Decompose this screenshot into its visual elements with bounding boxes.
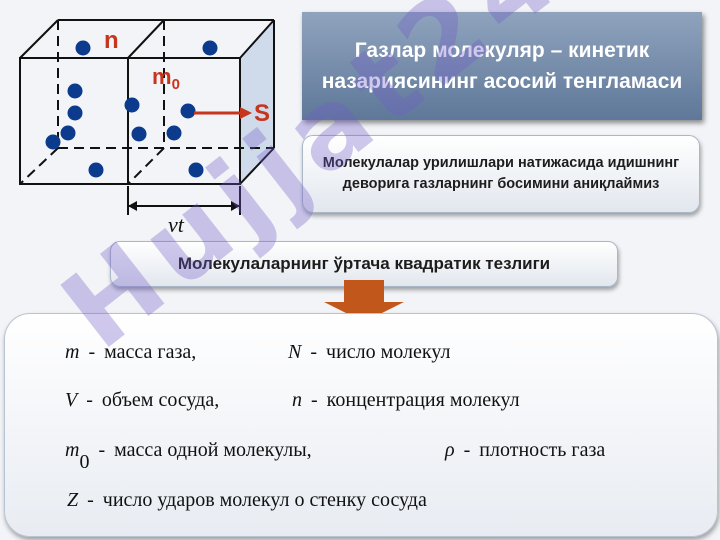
molecule-dot [75, 40, 91, 56]
molecule-dot [202, 40, 218, 56]
definition-symbol: n [292, 389, 302, 411]
definitions-panel: m-масса газа, N-число молекул V-объем со… [4, 313, 718, 537]
molecule-dot [88, 162, 104, 178]
definition-dash: - [311, 389, 318, 411]
molecules [45, 40, 218, 178]
definition-text: объем сосуда, [101, 389, 220, 411]
definition-text: плотность газа [479, 439, 606, 461]
label-m0-main: m [152, 64, 172, 89]
definition-item: m0-масса одной молекулы, [65, 439, 312, 473]
molecule-dot [67, 105, 83, 121]
definition-text: число ударов молекул о стенку сосуда [102, 489, 427, 511]
definition-symbol: V [65, 389, 78, 411]
definition-dash: - [310, 341, 318, 363]
label-s: S [254, 100, 270, 127]
molecule-dot [180, 103, 196, 119]
definition-symbol: m [65, 341, 80, 363]
definition-item: Z-число ударов молекул о стенку сосуда [67, 489, 427, 512]
definition-subscript: 0 [79, 451, 90, 473]
molecule-dot [188, 162, 204, 178]
slide-title: Газлар молекуляр – кинетик назариясининг… [302, 12, 702, 120]
definition-dash: - [87, 489, 94, 511]
definition-text: масса газа, [104, 341, 197, 363]
definition-item: ρ-плотность газа [445, 439, 605, 462]
area-arrow-head [240, 107, 252, 119]
definition-symbol: m [65, 439, 80, 461]
definition-dash: - [98, 439, 106, 461]
molecule-dot [67, 83, 83, 99]
definition-text: масса одной молекулы, [114, 439, 312, 461]
molecule-dot [166, 125, 182, 141]
molecule-dot [131, 126, 147, 142]
label-m0: m0 [152, 64, 180, 93]
down-arrow-stem [344, 280, 384, 304]
cube-right-face [240, 20, 274, 184]
definition-dash: - [88, 341, 96, 363]
definition-symbol: ρ [445, 439, 455, 461]
subtitle-box: Молекулалар урилишлари натижасида идишни… [302, 135, 700, 213]
molecule-dot [60, 125, 76, 141]
rms-speed-label: Молекулаларнинг ўртача квадратик тезлиги [110, 241, 618, 287]
definition-item: n-концентрация молекул [292, 389, 520, 412]
label-vt: vt [168, 212, 185, 237]
definition-item: V-объем сосуда, [65, 389, 219, 412]
definition-text: концентрация молекул [326, 389, 520, 411]
definition-symbol: N [288, 341, 302, 363]
vt-arrow-left [128, 201, 137, 211]
vt-arrow-right [231, 201, 240, 211]
gas-vessel-diagram: n m0 S vt [19, 19, 275, 237]
definition-text: число молекул [326, 341, 451, 363]
label-m0-sub: 0 [172, 76, 180, 93]
definition-dash: - [86, 389, 93, 411]
definition-dash: - [463, 439, 471, 461]
cube-hidden-edges [19, 20, 274, 185]
definition-symbol: Z [67, 489, 79, 511]
definition-item: N-число молекул [288, 341, 450, 364]
molecule-dot [45, 134, 61, 150]
cube-edges [19, 19, 275, 185]
vt-dimension [127, 186, 241, 215]
molecule-dot [124, 97, 140, 113]
definition-item: m-масса газа, [65, 341, 196, 364]
label-n: n [104, 27, 119, 54]
